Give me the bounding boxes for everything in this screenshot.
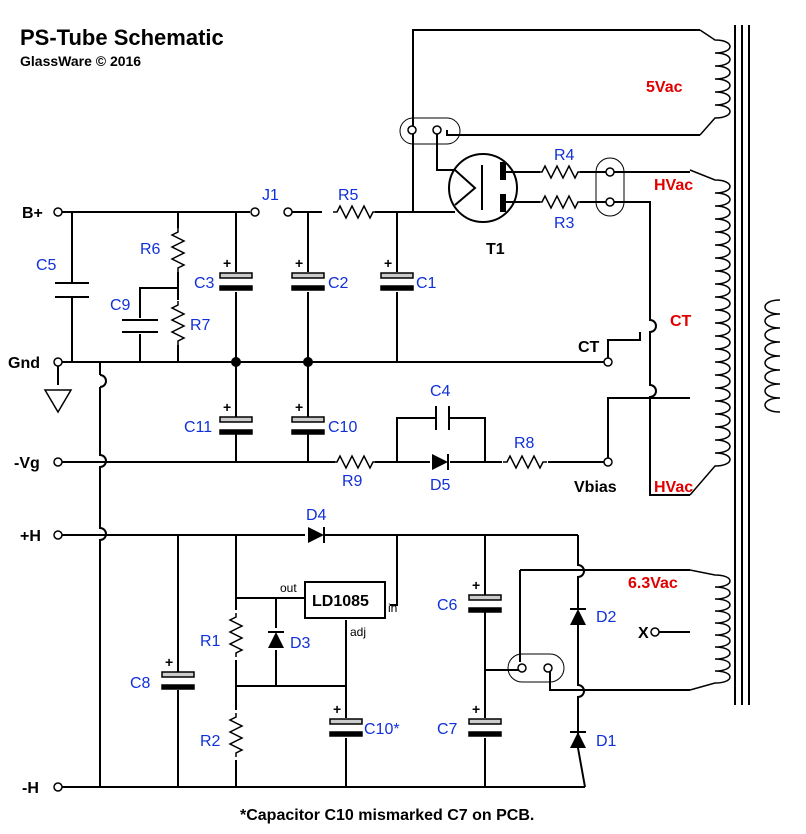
primary-coil xyxy=(764,299,781,413)
svg-text:+: + xyxy=(223,399,231,415)
label-r3: R3 xyxy=(554,215,575,232)
coil-6v3 xyxy=(689,569,731,691)
svg-text:+: + xyxy=(384,255,392,271)
label-c4: C4 xyxy=(430,383,451,400)
label-c3: C3 xyxy=(194,275,215,292)
label-r6: R6 xyxy=(140,241,161,258)
page-subtitle: GlassWare © 2016 xyxy=(20,53,141,69)
diode-d3 xyxy=(268,631,284,648)
terminal-vg-label: -Vg xyxy=(14,455,40,472)
label-c8: C8 xyxy=(130,675,151,692)
terminal-hminus-label: -H xyxy=(22,780,39,797)
label-c11: C11 xyxy=(184,419,212,436)
diode-d1 xyxy=(570,731,586,748)
resistor-r3 xyxy=(537,195,583,209)
capacitor-c2: + xyxy=(291,255,325,291)
resistor-r4 xyxy=(537,165,583,179)
capacitor-c10: + xyxy=(291,399,325,435)
label-d4: D4 xyxy=(306,507,327,524)
tx-6v3-label: 6.3Vac xyxy=(628,575,678,592)
label-c2: C2 xyxy=(328,275,349,292)
label-r7: R7 xyxy=(190,317,211,334)
label-r2: R2 xyxy=(200,733,221,750)
regulator-in-label: in xyxy=(388,601,397,615)
label-c6: C6 xyxy=(437,597,458,614)
capacitor-c9 xyxy=(122,319,158,333)
terminal-bplus-label: B+ xyxy=(22,205,43,222)
junction-dots xyxy=(231,357,313,367)
connector-5v xyxy=(399,117,461,145)
footnote: *Capacitor C10 mismarked C7 on PCB. xyxy=(240,807,534,824)
wiring xyxy=(57,29,700,788)
diode-d5 xyxy=(432,454,449,470)
regulator-adj-label: adj xyxy=(350,625,366,639)
svg-text:+: + xyxy=(295,255,303,271)
label-t1: T1 xyxy=(486,241,505,258)
label-c1: C1 xyxy=(416,275,437,292)
terminal-gnd-label: Gnd xyxy=(8,355,40,372)
capacitor-c5 xyxy=(55,282,89,298)
label-c9: C9 xyxy=(110,297,131,314)
resistor-r9 xyxy=(332,455,378,469)
svg-text:+: + xyxy=(472,577,480,593)
label-d5: D5 xyxy=(430,477,451,494)
label-d3: D3 xyxy=(290,635,311,652)
coil-5vac xyxy=(699,29,731,136)
capacitor-c6: + xyxy=(468,577,502,613)
resistor-r1 xyxy=(229,612,243,658)
regulator-label: LD1085 xyxy=(312,593,369,610)
regulator-out-label: out xyxy=(280,581,297,595)
tube-t1 xyxy=(448,153,518,223)
terminal-circles xyxy=(53,207,660,792)
label-c10-star: C10* xyxy=(364,721,400,738)
label-c10: C10 xyxy=(328,419,357,436)
label-d1: D1 xyxy=(596,733,617,750)
connector-heater xyxy=(507,653,565,683)
resistor-r6 xyxy=(171,227,185,273)
terminal-hplus-label: +H xyxy=(20,528,41,545)
tx-hvac-top-label: HVac xyxy=(654,177,693,194)
label-c5: C5 xyxy=(36,257,57,274)
tx-hvac-bottom-label: HVac xyxy=(654,479,693,496)
page-title: PS-Tube Schematic xyxy=(20,25,224,50)
svg-text:+: + xyxy=(295,399,303,415)
label-r9: R9 xyxy=(342,473,363,490)
diode-d2 xyxy=(570,608,586,625)
regulator-ld1085 xyxy=(304,581,386,619)
label-d2: D2 xyxy=(596,609,617,626)
node-ct-label: CT xyxy=(578,339,600,356)
label-c7: C7 xyxy=(437,721,458,738)
resistor-r2 xyxy=(229,712,243,758)
capacitor-c4 xyxy=(435,406,450,430)
capacitor-c10-star: + xyxy=(329,701,363,737)
tx-5vac-label: 5Vac xyxy=(646,79,683,96)
capacitor-c8: + xyxy=(161,654,195,690)
ground-icon xyxy=(43,389,73,414)
capacitor-c1: + xyxy=(380,255,414,291)
tx-ct-label: CT xyxy=(670,313,692,330)
capacitor-c11: + xyxy=(219,399,253,435)
label-r1: R1 xyxy=(200,633,221,650)
node-vbias-label: Vbias xyxy=(574,479,617,496)
label-r8: R8 xyxy=(514,435,535,452)
label-r4: R4 xyxy=(554,147,575,164)
label-j1: J1 xyxy=(262,187,279,204)
capacitor-c3: + xyxy=(219,255,253,291)
transformer-core xyxy=(734,25,750,705)
resistor-r8 xyxy=(502,455,548,469)
resistor-r7 xyxy=(171,300,185,346)
label-r5: R5 xyxy=(338,187,359,204)
diode-d4 xyxy=(308,527,325,543)
resistor-r5 xyxy=(332,205,378,219)
node-x-label: X xyxy=(638,625,649,642)
capacitor-c7: + xyxy=(468,701,502,737)
svg-text:+: + xyxy=(165,654,173,670)
svg-text:+: + xyxy=(333,701,341,717)
connector-hv xyxy=(595,157,625,217)
svg-text:+: + xyxy=(223,255,231,271)
coil-hvac xyxy=(689,169,731,496)
svg-text:+: + xyxy=(472,701,480,717)
